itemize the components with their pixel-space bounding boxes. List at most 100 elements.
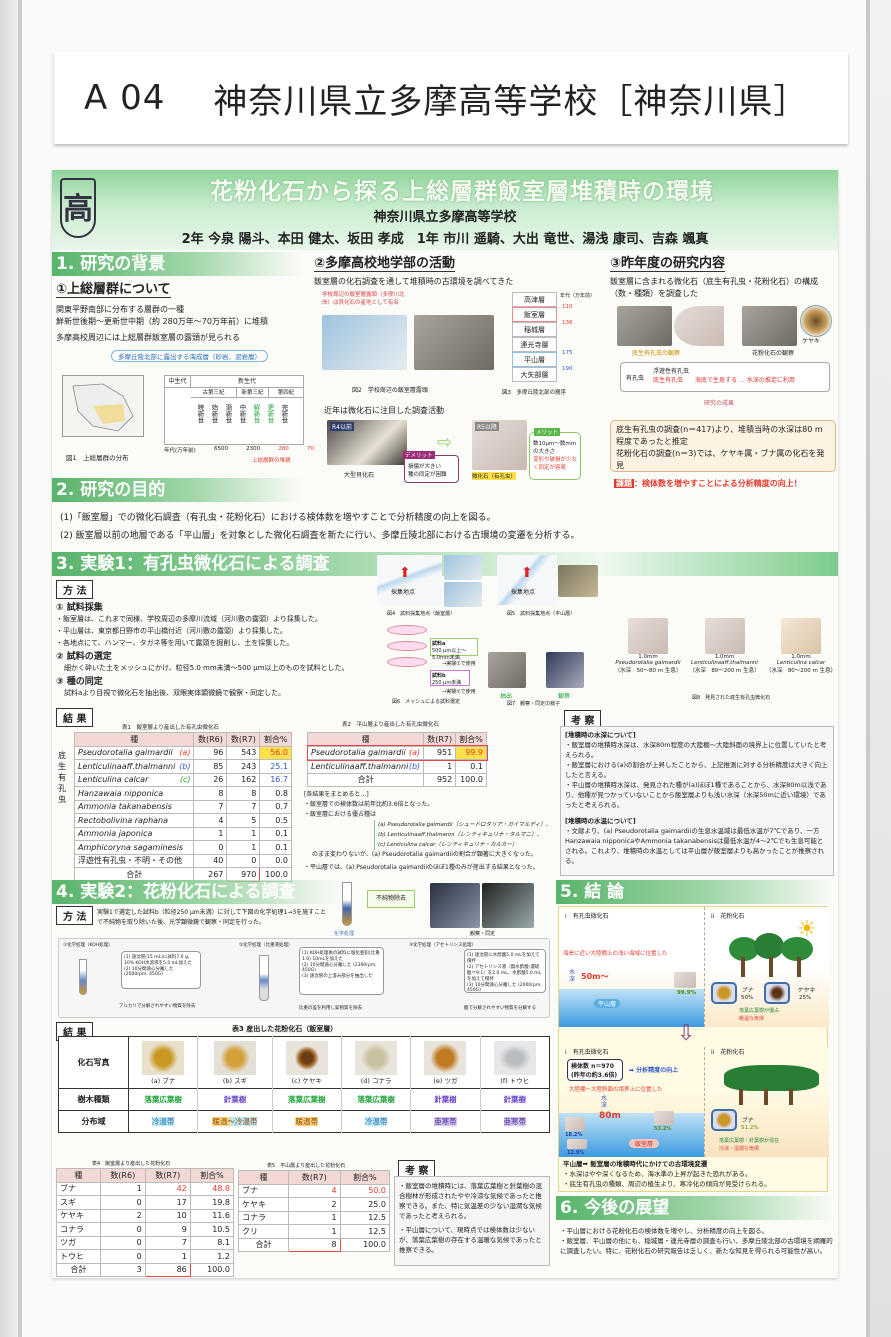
step-name: ①化学処理（KOH処理）: [63, 943, 113, 948]
results-summary: [各結果をまとめると…] ・飯室層での検体数は前年比約3.6倍となった。 ・飯室…: [304, 790, 559, 873]
cell: 100.0: [189, 1262, 235, 1277]
pollen-photo: [424, 1040, 467, 1075]
zone-cell: 冷温帯: [128, 1110, 199, 1133]
arrow-right-icon: ⇨: [437, 432, 453, 453]
chem-label: 化学処理: [334, 931, 355, 937]
pollen-name: (b) スギ: [222, 1076, 248, 1085]
species: 浮遊性有孔虫・不明・その他: [73, 853, 195, 868]
depth-label: 水深: [569, 969, 576, 983]
demerit-item: 種の同定が困難: [408, 472, 447, 478]
period-paleogene: 古第三紀: [191, 388, 237, 397]
pollen-cell: (b) スギ: [197, 1036, 273, 1089]
species: Amphicoryna sagaminesis: [73, 840, 195, 855]
cell: 0.1: [259, 826, 292, 841]
cell: 10: [144, 1208, 191, 1223]
tick-label: 年代(万年前): [164, 448, 196, 454]
cell: トウヒ: [56, 1249, 101, 1264]
dominant-species: (a) Pseudorotalia gaimardii（シュードロタリア・ガイマ…: [374, 820, 559, 850]
location-arrow-icon: ⬆: [521, 565, 533, 581]
panel-title: ii 花粉化石: [711, 1049, 745, 1056]
step-line: (2) 10分間遠心分離した (2000rpm, 450G): [124, 967, 174, 977]
extraction-photo: [488, 652, 526, 688]
map-label: 採集地点: [511, 589, 536, 596]
scene-caption: 海岸に近い大陸棚上の浅い海域に位置した: [563, 951, 668, 957]
specimen-thumb: [567, 1139, 587, 1149]
part-3-title: ③昨年度の研究内容: [610, 252, 726, 272]
photo-2-caption: 花粉化石の観察: [752, 350, 795, 357]
cell: 4: [193, 813, 228, 828]
fig-3-caption: 図3 多摩丘陵北部の層序: [502, 390, 567, 396]
section-5-heading: 5. 結 論: [556, 880, 836, 904]
cell: 7: [144, 1235, 191, 1250]
pollen-name: ケヤキ: [797, 987, 816, 994]
cell: 2: [288, 1197, 341, 1212]
fig-6-caption: 図6 メッシュによる試料選定: [392, 699, 461, 705]
fig-5-caption: 図5 試料採集地点（平山層）: [507, 611, 576, 617]
summary-line: ・飯室層での検体数は前年比約3.6倍となった。: [304, 801, 434, 808]
scene-note: 冷涼・湿潤な気候: [719, 1146, 760, 1152]
part-2-title: ②多摩高校地学部の活動: [314, 252, 456, 272]
period-quaternary: 第四紀: [277, 390, 295, 396]
strata-column: 高津層 飯室層 稲城層 連光寺層 平山層 大矢部層: [512, 292, 557, 382]
step-line: (2) アセトリシス液（無水酢酸:濃硫酸＝9:1）を2.0 mL、水酢酸5.0 …: [467, 965, 542, 982]
author-list: 2年 今泉 陽斗、本田 健太、坂田 孝成 1年 市川 遥騎、大出 竜世、湯浅 康…: [181, 232, 709, 247]
cell: スギ: [56, 1195, 101, 1210]
poster-header: 高 花粉化石から探る上総層群飯室層堆積時の環境 神奈川県立多摩高等学校 2年 今…: [52, 170, 838, 250]
summary-title: 平山層➡ 飯室層の堆積時代にかけての古環境変遷: [563, 1160, 708, 1168]
step-title: ① 試料採集: [56, 603, 103, 613]
step-result: 比重の差を利用し鉱物質を除去: [299, 1006, 362, 1011]
observation-photo: [546, 652, 584, 688]
foraminifera-observation-photo: [617, 306, 672, 346]
cell: 2: [99, 1208, 146, 1223]
cell: ケヤキ: [56, 1208, 101, 1223]
background-part-3: ③昨年度の研究内容 飯室層に含まれる微化石（底生有孔虫・花粉化石）の構成（数・種…: [610, 252, 835, 300]
epoch: 中新世: [238, 404, 246, 424]
tag: (b): [179, 761, 191, 771]
species: Hanzawaia nipponica: [73, 786, 195, 801]
school-name: 神奈川県立多摩高等学校: [373, 210, 517, 225]
table-2-caption: 表2 平山層より産出した有孔虫微化石: [342, 722, 439, 728]
cell: 0.5: [259, 813, 292, 828]
tree-item: 底生有孔虫 海底で生息する … 水深の推定に利用: [653, 377, 795, 384]
specimen-pct: 99.9%: [677, 990, 697, 996]
pollen-photo: [493, 1040, 536, 1075]
observe-label: 観察・同定: [470, 931, 496, 937]
merit-label: メリット: [534, 428, 561, 436]
sample-b-label: 試料b: [432, 673, 446, 679]
part-1-bullet: 関東平野南部に分布する層群の一種: [56, 305, 184, 314]
cell: 42: [144, 1181, 191, 1196]
step-line: (1) 遠沈管(15 mL)に試料7.0 g、10% KOH水溶液を5.0 mL…: [124, 955, 193, 966]
section-1-heading: 1. 研究の背景: [52, 252, 302, 276]
cell: 0.1: [455, 759, 487, 774]
shell-fossil-photo: [414, 315, 494, 370]
site-photo: [444, 582, 482, 607]
distribution-zone: 冷温帯: [364, 1117, 388, 1126]
epoch-pleistocene: 更新世: [266, 404, 274, 424]
table-1-caption: 表1 飯室層より産出した有孔虫微化石: [122, 725, 219, 731]
cell: 96: [193, 745, 228, 760]
cell: 56.0: [259, 745, 292, 760]
cell: 0.7: [259, 799, 292, 814]
future-item: ・飯室層、平山層の他にも、稲城層・連光寺層の調査も行い、多摩丘陵北部の古環境を網…: [560, 1237, 833, 1255]
test-tube-icon: [259, 955, 269, 1001]
tag: (b): [408, 761, 421, 771]
exp1-method: ① 試料採集 ・飯室層は、これまで同様、学校周辺の多摩川流域（河川敷の露頭）より…: [56, 600, 371, 699]
cell: 8: [288, 1237, 341, 1252]
part-1-title: ①上総層群について: [56, 278, 171, 298]
large-shell-fossil-photo: R4以前: [327, 420, 407, 465]
specimen-depth: （水深 50〜80 m 生息）: [614, 668, 682, 674]
step-line: 細かく砕いた土をメッシュにかけ、粒径5.0 mm未満〜500 μm以上のものを試…: [64, 664, 349, 672]
discussion-label: 考 察: [564, 710, 602, 729]
col-header: 種: [73, 732, 195, 747]
cell: 40: [193, 853, 228, 868]
epoch: 完新世: [280, 404, 288, 424]
distribution-zone: 亜寒帯: [434, 1117, 457, 1126]
background-wall-right: [870, 0, 891, 1337]
